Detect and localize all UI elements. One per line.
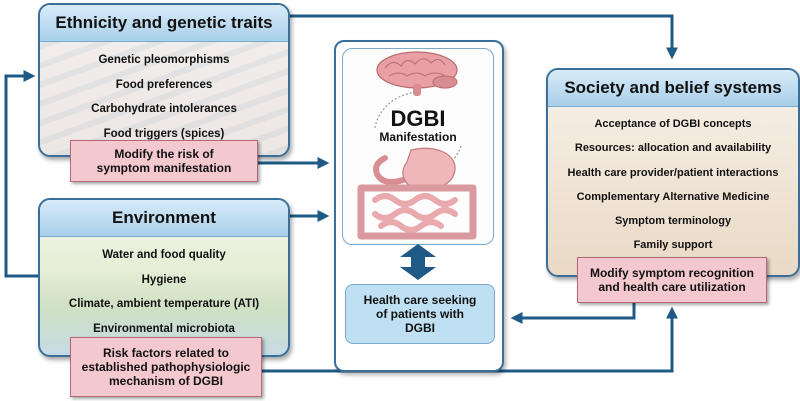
risk-factors-line: Risk factors related to bbox=[102, 346, 230, 360]
risk-factors-line: mechanism of DGBI bbox=[108, 374, 224, 388]
brain-icon bbox=[376, 51, 458, 96]
healthcare-line: of patients with bbox=[375, 307, 464, 321]
environment-item: Water and food quality bbox=[102, 249, 226, 261]
ethnicity-list: Genetic pleomorphisms Food preferences C… bbox=[40, 42, 288, 146]
healthcare-line: Health care seeking bbox=[363, 293, 477, 307]
society-title: Society and belief systems bbox=[548, 70, 798, 107]
environment-item: Climate, ambient temperature (ATI) bbox=[68, 298, 260, 310]
society-item: Health care provider/patient interaction… bbox=[567, 166, 779, 179]
society-panel: Society and belief systems Acceptance of… bbox=[546, 68, 800, 277]
risk-factors-box: Risk factors related to established path… bbox=[70, 337, 262, 397]
healthcare-line: DGBI bbox=[404, 321, 435, 335]
intestines-icon bbox=[357, 184, 477, 240]
healthcare-seeking-text: Health care seeking of patients with DGB… bbox=[364, 293, 477, 335]
risk-factors-line: established pathophysiologic bbox=[81, 360, 251, 374]
bidirectional-arrow-icon bbox=[400, 244, 436, 280]
ethnicity-item: Food preferences bbox=[115, 78, 213, 91]
healthcare-seeking-box: Health care seeking of patients with DGB… bbox=[345, 284, 495, 344]
modify-risk-line: symptom manifestation bbox=[96, 161, 232, 175]
society-item: Acceptance of DGBI concepts bbox=[594, 118, 752, 130]
society-item: Complementary Alternative Medicine bbox=[576, 190, 770, 203]
ethnicity-item: Carbohydrate intolerances bbox=[91, 103, 237, 115]
ethnicity-item: Genetic pleomorphisms bbox=[98, 54, 230, 66]
environment-item: Environmental microbiota bbox=[93, 322, 235, 335]
society-item: Symptom terminology bbox=[614, 215, 732, 228]
society-list: Acceptance of DGBI concepts Resources: a… bbox=[548, 107, 798, 258]
arrow-ethnicity-to-society bbox=[288, 14, 678, 60]
modify-risk-box: Modify the risk of symptom manifestation bbox=[70, 140, 258, 182]
dgbi-title: DGBI bbox=[390, 106, 446, 131]
arrow-society-to-healthcare bbox=[510, 302, 636, 324]
environment-panel: Environment Water and food quality Hygie… bbox=[38, 198, 290, 357]
society-item: Resources: allocation and availability bbox=[574, 142, 772, 155]
ethnicity-title: Ethnicity and genetic traits bbox=[40, 5, 288, 42]
brain-gut-illustration bbox=[357, 51, 477, 240]
environment-title: Environment bbox=[40, 200, 288, 237]
modify-symptom-line: Modify symptom recognition bbox=[589, 266, 754, 280]
modify-symptom-box: Modify symptom recognition and health ca… bbox=[577, 257, 767, 303]
society-item: Family support bbox=[633, 239, 713, 252]
dgbi-subtitle: Manifestation bbox=[379, 130, 457, 144]
stomach-icon bbox=[373, 147, 456, 190]
modify-risk-line: Modify the risk of bbox=[114, 147, 214, 161]
environment-list: Water and food quality Hygiene Climate, … bbox=[40, 237, 288, 341]
modify-symptom-line: and health care utilization bbox=[598, 280, 746, 294]
ethnicity-panel: Ethnicity and genetic traits Genetic ple… bbox=[38, 3, 290, 157]
arrow-environment-loop-to-ethnicity bbox=[4, 70, 38, 278]
ethnicity-item: Food triggers (spices) bbox=[103, 127, 225, 140]
environment-item: Hygiene bbox=[141, 273, 187, 286]
